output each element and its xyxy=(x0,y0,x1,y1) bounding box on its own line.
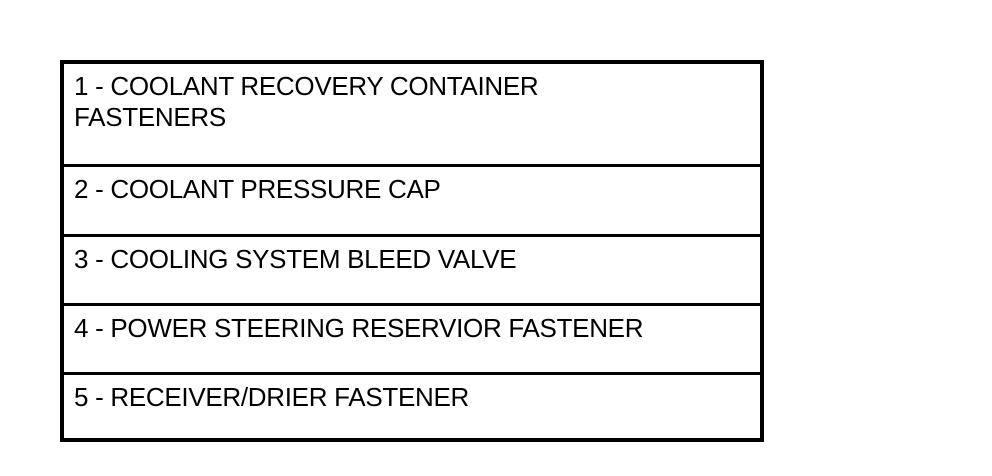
legend-row: 5 - RECEIVER/DRIER FASTENER xyxy=(64,375,760,438)
legend-item-label: 3 - COOLING SYSTEM BLEED VALVE xyxy=(74,244,517,274)
legend-row: 1 - COOLANT RECOVERY CONTAINER FASTENERS xyxy=(64,64,760,167)
legend-item-label: 1 - COOLANT RECOVERY CONTAINER FASTENERS xyxy=(74,71,539,132)
legend-row: 3 - COOLING SYSTEM BLEED VALVE xyxy=(64,237,760,306)
legend-item-label: 2 - COOLANT PRESSURE CAP xyxy=(74,174,441,204)
legend-table: 1 - COOLANT RECOVERY CONTAINER FASTENERS… xyxy=(60,60,764,442)
legend-row: 4 - POWER STEERING RESERVIOR FASTENER xyxy=(64,306,760,375)
legend-item-label: 4 - POWER STEERING RESERVIOR FASTENER xyxy=(74,313,644,343)
legend-item-label: 5 - RECEIVER/DRIER FASTENER xyxy=(74,382,469,412)
legend-row: 2 - COOLANT PRESSURE CAP xyxy=(64,167,760,237)
